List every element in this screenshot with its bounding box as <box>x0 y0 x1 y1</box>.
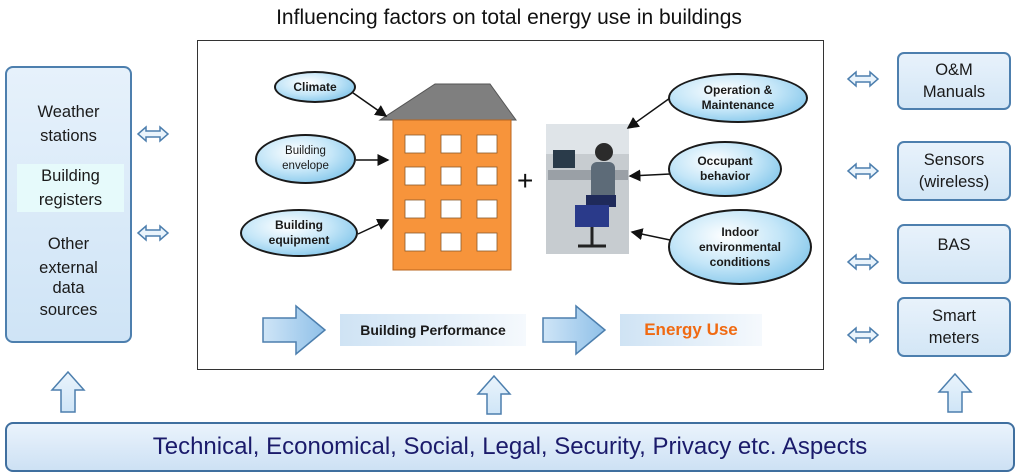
building-illustration <box>378 83 517 271</box>
occupant-behavior-label-line1: Occupant <box>697 154 753 168</box>
building-equipment-label-line2: equipment <box>268 233 330 247</box>
building-registers-label-line1: Building <box>17 164 124 188</box>
right-double-arrow-2 <box>846 162 880 180</box>
building-performance-label: Building Performance <box>340 314 526 346</box>
up-arrow-left <box>50 370 86 413</box>
external-data-sources-panel: Weather stations Building registers Othe… <box>5 66 132 343</box>
sensors-label-line1: Sensors <box>923 151 985 169</box>
aspects-label: Technical, Economical, Social, Legal, Se… <box>152 433 868 460</box>
sensors-label-line2: (wireless) <box>918 173 990 191</box>
indoor-environment-label-line2: environmental <box>698 239 782 254</box>
building-envelope-label-line2: envelope <box>282 160 329 172</box>
smart-meters-label-line1: Smart <box>931 307 976 325</box>
arrow-indoor-to-occupant <box>630 228 671 241</box>
occupant-behavior-ellipse: Occupant behavior <box>668 141 782 197</box>
om-manuals-label-line2: Manuals <box>922 83 986 101</box>
building-equipment-ellipse: Building equipment <box>240 209 358 257</box>
operation-maintenance-ellipse: Operation & Maintenance <box>668 73 808 123</box>
climate-ellipse: Climate <box>274 71 356 103</box>
right-double-arrow-1 <box>846 70 880 88</box>
indoor-environment-ellipse: Indoor environmental conditions <box>668 209 812 285</box>
building-registers-label-line2: registers <box>17 188 124 212</box>
om-manuals-box: O&M Manuals <box>897 52 1011 110</box>
weather-stations-label-line2: stations <box>40 127 97 145</box>
smart-meters-label-line2: meters <box>928 329 980 347</box>
left-double-arrow-2 <box>136 224 170 242</box>
office-occupant-photo <box>546 124 629 254</box>
building-equipment-label-line1: Building <box>274 218 323 232</box>
indoor-environment-label-line3: conditions <box>709 254 771 269</box>
right-double-arrow-4 <box>846 326 880 344</box>
other-sources-label-line4: sources <box>39 301 98 319</box>
up-arrow-right <box>937 372 973 413</box>
other-sources-label-line3: data <box>52 279 85 297</box>
operation-maintenance-label-line1: Operation & <box>703 83 773 97</box>
flow-arrow-1 <box>262 304 327 356</box>
diagram-title: Influencing factors on total energy use … <box>276 6 742 29</box>
aspects-bar: Technical, Economical, Social, Legal, Se… <box>5 422 1015 472</box>
building-envelope-ellipse: Building envelope <box>255 134 356 184</box>
building-envelope-label-line1: Building <box>285 145 326 157</box>
arrow-equipment-to-building <box>357 219 390 235</box>
indoor-environment-label-line1: Indoor <box>721 224 759 239</box>
left-double-arrow-1 <box>136 125 170 143</box>
bas-box: BAS <box>897 224 1011 284</box>
om-manuals-label-line1: O&M <box>935 61 973 79</box>
flow-arrow-2 <box>542 304 607 356</box>
arrow-behavior-to-occupant <box>628 169 671 182</box>
sensors-box: Sensors (wireless) <box>897 141 1011 201</box>
other-sources-label-line2: external <box>39 259 98 277</box>
climate-label: Climate <box>293 79 337 94</box>
up-arrow-center <box>476 374 512 415</box>
other-sources-label-line1: Other <box>47 235 90 253</box>
smart-meters-box: Smart meters <box>897 297 1011 357</box>
plus-sign: + <box>517 165 534 196</box>
bas-label: BAS <box>937 236 971 254</box>
occupant-behavior-label-line2: behavior <box>699 169 750 183</box>
right-double-arrow-3 <box>846 253 880 271</box>
arrow-om-to-occupant <box>626 97 671 129</box>
energy-use-label: Energy Use <box>620 314 762 346</box>
operation-maintenance-label-line2: Maintenance <box>701 98 775 112</box>
weather-stations-label-line1: Weather <box>37 103 100 121</box>
